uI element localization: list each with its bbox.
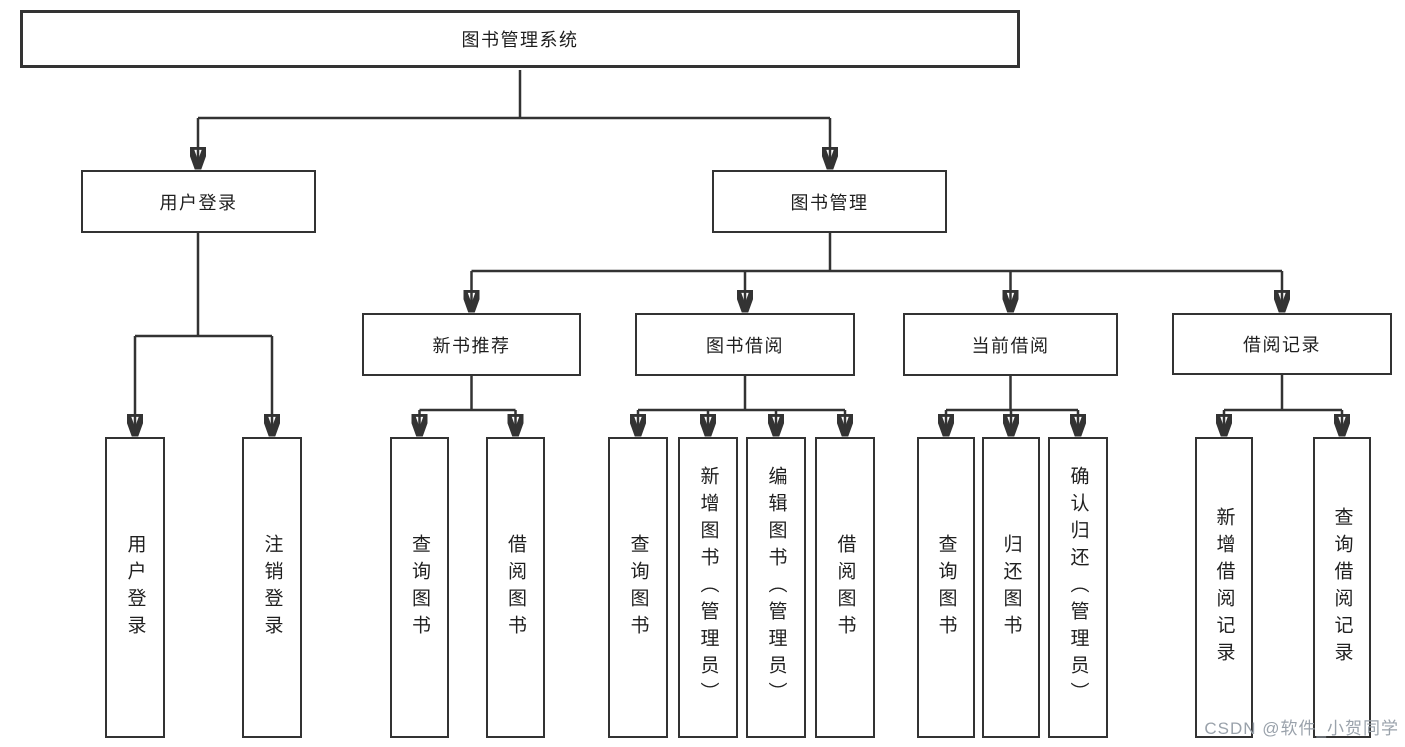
leaf-nbr-borrow-books: 借阅图书 [486, 437, 545, 738]
leaf-nbr-query-books: 查询图书 [390, 437, 449, 738]
watermark: CSDN @软件_小贺同学 [1204, 719, 1399, 738]
leaf-logout: 注销登录 [242, 437, 302, 738]
node-current-borrowing: 当前借阅 [903, 313, 1118, 376]
leaf-cb-confirm-return-admin: 确认归还（管理员） [1048, 437, 1108, 738]
leaf-bb-borrow-books: 借阅图书 [815, 437, 875, 738]
leaf-br-query-record: 查询借阅记录 [1313, 437, 1371, 738]
leaf-user-login: 用户登录 [105, 437, 165, 738]
node-book-management: 图书管理 [712, 170, 947, 233]
node-new-book-recommend: 新书推荐 [362, 313, 581, 376]
node-user-login: 用户登录 [81, 170, 316, 233]
node-borrowing-records: 借阅记录 [1172, 313, 1392, 375]
leaf-cb-query-books: 查询图书 [917, 437, 975, 738]
leaf-bb-edit-books-admin: 编辑图书（管理员） [746, 437, 806, 738]
leaf-bb-query-books: 查询图书 [608, 437, 668, 738]
node-book-borrowing: 图书借阅 [635, 313, 855, 376]
leaf-bb-add-books-admin: 新增图书（管理员） [678, 437, 738, 738]
node-library-system: 图书管理系统 [20, 10, 1020, 68]
leaf-br-add-record: 新增借阅记录 [1195, 437, 1253, 738]
leaf-cb-return-books: 归还图书 [982, 437, 1040, 738]
